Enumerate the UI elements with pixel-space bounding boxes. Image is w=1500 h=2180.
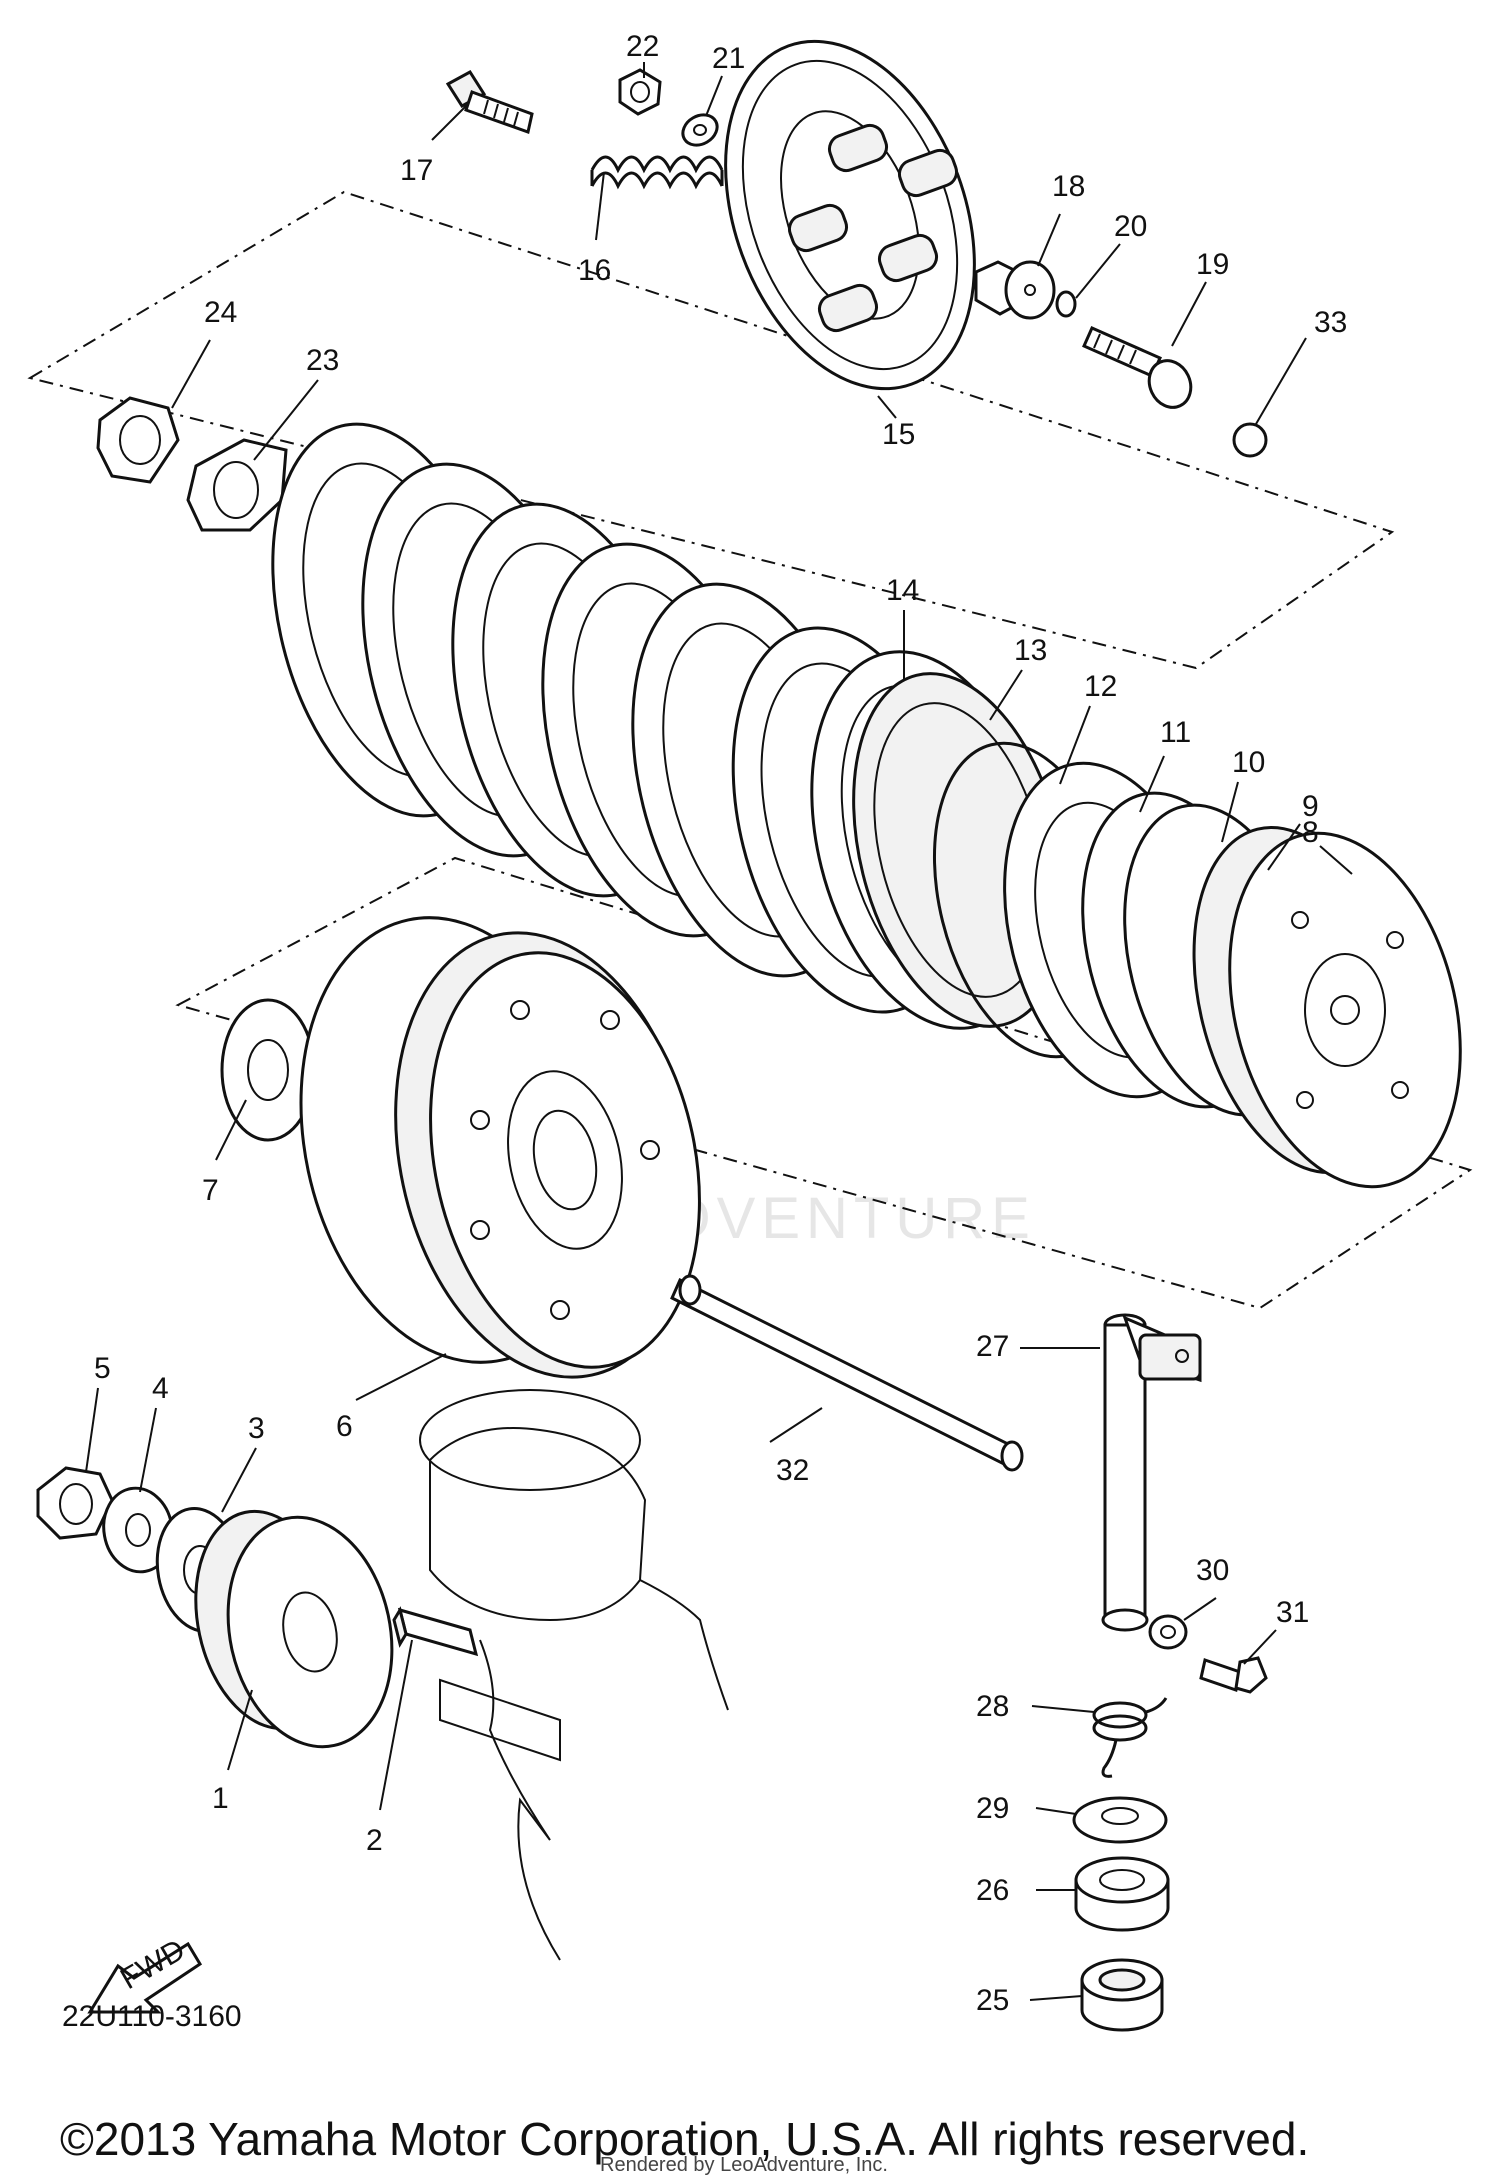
callout-30: 30	[1196, 1554, 1229, 1587]
part-8-clutch-boss	[1192, 826, 1462, 1189]
callout-20: 20	[1114, 210, 1147, 243]
callout-13: 13	[1014, 634, 1047, 667]
callout-10: 10	[1232, 746, 1265, 779]
part-27-push-lever-shaft	[1101, 1313, 1202, 1632]
callout-17: 17	[400, 154, 433, 187]
callout-16: 16	[578, 254, 611, 287]
callout-18: 18	[1052, 170, 1085, 203]
callout-24: 24	[204, 296, 237, 329]
callout-2: 2	[366, 1824, 383, 1857]
part-30-washer	[1148, 1614, 1188, 1650]
callout-8: 8	[1302, 816, 1319, 849]
callout-4: 4	[152, 1372, 169, 1405]
callout-33: 33	[1314, 306, 1347, 339]
callout-28: 28	[976, 1690, 1009, 1723]
clutch-plate-stack	[271, 422, 969, 1014]
callout-25: 25	[976, 1984, 1009, 2017]
part-20-o-ring	[1055, 290, 1077, 318]
callout-12: 12	[1084, 670, 1117, 703]
part-22-nut	[618, 68, 662, 116]
callout-32: 32	[776, 1454, 809, 1487]
lower-assembly-frame	[175, 856, 1473, 1310]
part-16-spring	[590, 155, 724, 190]
callout-27: 27	[976, 1330, 1009, 1363]
part-29-washer	[1072, 1796, 1168, 1844]
part-26-oil-seal	[1074, 1856, 1170, 1932]
callout-9: 9	[1302, 790, 1319, 823]
callout-5: 5	[94, 1352, 111, 1385]
part-15-pressure-plate	[724, 39, 976, 391]
part-1-primary-drive-gear	[194, 1509, 394, 1749]
callout-22: 22	[626, 30, 659, 63]
part-5-nut	[36, 1466, 114, 1540]
part-4-lock-washer	[102, 1486, 174, 1574]
callout-19: 19	[1196, 248, 1229, 281]
callout-21: 21	[712, 42, 745, 75]
callout-26: 26	[976, 1874, 1009, 1907]
part-24-lock-nut	[96, 396, 180, 484]
diagram-code: 22U110-3160	[62, 2000, 242, 2033]
part-31-screw	[1199, 1656, 1268, 1694]
crankshaft-context	[419, 1389, 729, 1961]
render-credit: Rendered by LeoAdventure, Inc.	[600, 2154, 888, 2176]
part-2-woodruff-key	[392, 1606, 479, 1657]
callout-23: 23	[306, 344, 339, 377]
part-32-push-rod	[670, 1274, 1024, 1472]
callout-3: 3	[248, 1412, 265, 1445]
upper-assembly-frame	[27, 190, 1395, 670]
part-28-spring	[1092, 1697, 1168, 1778]
copyright-notice: ©2013 Yamaha Motor Corporation, U.S.A. A…	[60, 2113, 1310, 2165]
callout-7: 7	[202, 1174, 219, 1207]
callout-15: 15	[882, 418, 915, 451]
part-23-lock-washer	[186, 438, 288, 532]
part-17-bolt	[445, 70, 534, 134]
callouts: 1 2 3 4 5 6 7 8 9 10 11 12 13 14 15 16 1…	[94, 30, 1347, 2017]
leader-lines	[85, 62, 1353, 2001]
callout-6: 6	[336, 1410, 353, 1443]
part-25-bearing	[1080, 1958, 1164, 2032]
callout-29: 29	[976, 1792, 1009, 1825]
callout-31: 31	[1276, 1596, 1309, 1629]
callout-14: 14	[886, 574, 919, 607]
part-6-clutch-housing	[299, 916, 701, 1379]
part-19-adjust-screw	[1082, 326, 1193, 409]
callout-11: 11	[1160, 716, 1191, 749]
part-21-washer	[681, 113, 719, 147]
callout-1: 1	[212, 1782, 229, 1815]
part-33-ball	[1232, 422, 1268, 458]
part-18-push-piece	[974, 260, 1056, 320]
